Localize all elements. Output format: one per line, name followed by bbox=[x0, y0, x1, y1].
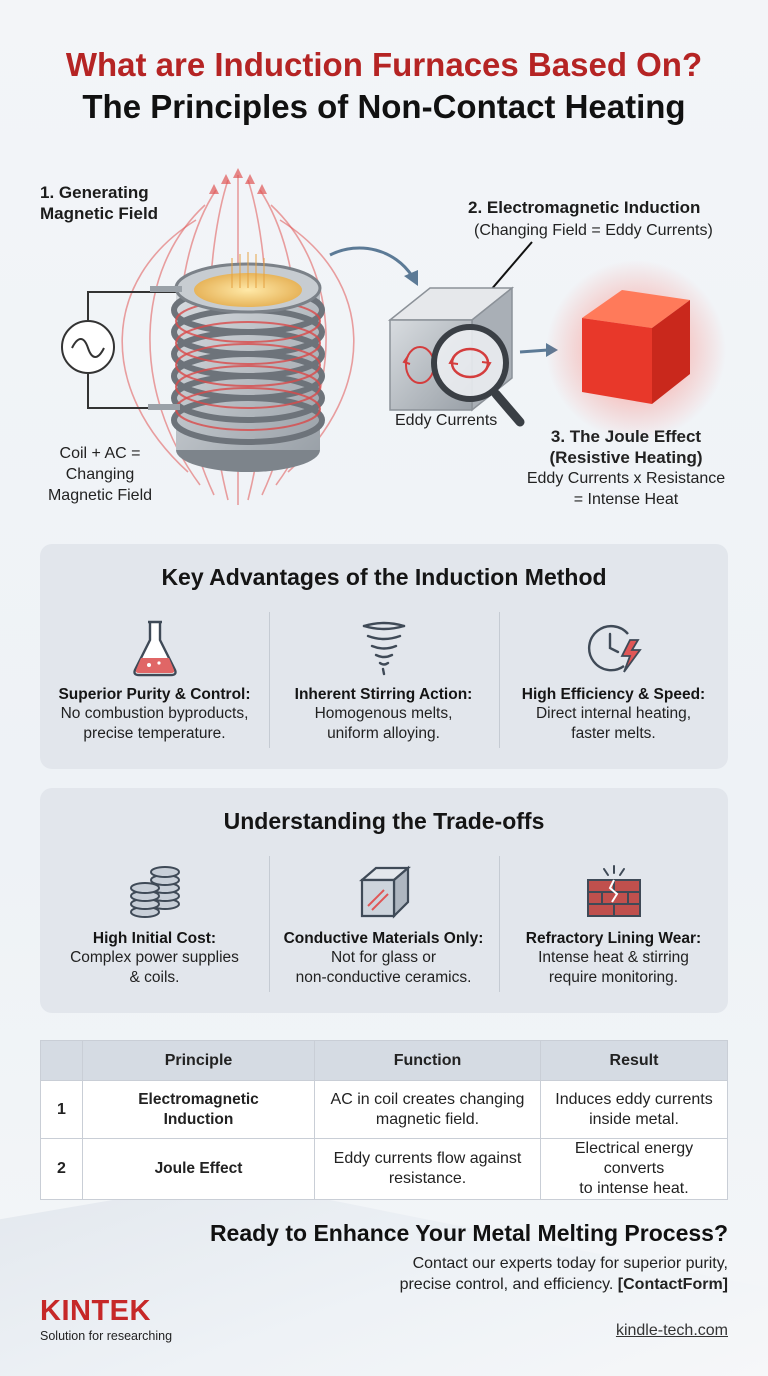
tradeoff-refractory: Refractory Lining Wear: Intense heat & s… bbox=[499, 862, 728, 988]
eddy-currents-label: Eddy Currents bbox=[395, 412, 498, 429]
flask-icon bbox=[132, 620, 177, 677]
induction-diagram: 1. Generating Magnetic Field 2. Electrom… bbox=[0, 160, 768, 530]
glass-block-icon bbox=[358, 865, 411, 919]
table-cell: Joule Effect bbox=[82, 1138, 315, 1200]
brand-name: KINTEK bbox=[40, 1295, 151, 1327]
cracked-brick-icon bbox=[586, 865, 641, 917]
table-cell: Induces eddy currents inside metal. bbox=[540, 1080, 728, 1139]
step3-label: 3. The Joule Effect (Resistive Heating) … bbox=[526, 427, 726, 508]
table-cell: 2 bbox=[40, 1138, 83, 1200]
divider bbox=[269, 612, 270, 748]
clock-lightning-icon bbox=[587, 624, 642, 673]
induction-coil-icon bbox=[148, 252, 325, 472]
step1-label: 1. Generating Magnetic Field bbox=[40, 183, 159, 223]
coil-note: Coil + AC = Changing Magnetic Field bbox=[47, 445, 153, 504]
advantages-panel: Key Advantages of the Induction Method S… bbox=[40, 544, 728, 769]
tornado-icon bbox=[362, 621, 405, 676]
coins-icon bbox=[129, 866, 180, 918]
kintek-logo[interactable]: KINTEK Solution for researching bbox=[40, 1295, 172, 1343]
table-row: 1 Electromagnetic Induction AC in coil c… bbox=[40, 1080, 728, 1139]
advantages-title: Key Advantages of the Induction Method bbox=[161, 564, 607, 590]
tradeoffs-title: Understanding the Trade-offs bbox=[223, 808, 545, 834]
tradeoff-conductive: Conductive Materials Only: Not for glass… bbox=[269, 862, 498, 988]
cta-text: Contact our experts today for superior p… bbox=[399, 1255, 728, 1293]
hot-cube-icon bbox=[546, 260, 726, 440]
table-header: Function bbox=[314, 1040, 541, 1081]
field-arrows bbox=[209, 168, 267, 194]
table-cell: Electrical energy converts to intense he… bbox=[540, 1138, 728, 1200]
divider bbox=[499, 856, 500, 992]
advantage-efficiency: High Efficiency & Speed: Direct internal… bbox=[499, 618, 728, 744]
contact-form-link[interactable]: [ContactForm] bbox=[617, 1276, 728, 1293]
website-link[interactable]: kindle-tech.com bbox=[615, 1322, 728, 1339]
page-subtitle: The Principles of Non-Contact Heating bbox=[82, 88, 686, 125]
tradeoffs-panel: Understanding the Trade-offs High Initia… bbox=[40, 788, 728, 1013]
step2-title: 2. Electromagnetic Induction bbox=[468, 198, 701, 217]
cta-heading: Ready to Enhance Your Metal Melting Proc… bbox=[209, 1220, 728, 1246]
table-header bbox=[40, 1040, 83, 1081]
principles-table: Principle Function Result 1 Electromagne… bbox=[40, 1040, 728, 1200]
table-header: Principle bbox=[82, 1040, 315, 1081]
table-cell: AC in coil creates changing magnetic fie… bbox=[314, 1080, 541, 1139]
table-row: 2 Joule Effect Eddy currents flow agains… bbox=[40, 1138, 728, 1200]
brand-tagline: Solution for researching bbox=[40, 1329, 173, 1343]
divider bbox=[499, 612, 500, 748]
advantage-purity: Superior Purity & Control: No combustion… bbox=[40, 618, 269, 744]
advantage-stirring: Inherent Stirring Action: Homogenous mel… bbox=[269, 618, 498, 744]
ac-circuit bbox=[87, 291, 180, 409]
table-cell: Eddy currents flow against resistance. bbox=[314, 1138, 541, 1200]
page-title: What are Induction Furnaces Based On? bbox=[65, 46, 703, 83]
table-cell: Electromagnetic Induction bbox=[82, 1080, 315, 1139]
table-cell: 1 bbox=[40, 1080, 83, 1139]
step2-subtitle: (Changing Field = Eddy Currents) bbox=[474, 222, 713, 239]
table-header: Result bbox=[540, 1040, 728, 1081]
divider bbox=[269, 856, 270, 992]
table-header-row: Principle Function Result bbox=[40, 1040, 728, 1081]
tradeoff-cost: High Initial Cost: Complex power supplie… bbox=[40, 862, 269, 988]
magnifier-icon bbox=[431, 324, 525, 427]
